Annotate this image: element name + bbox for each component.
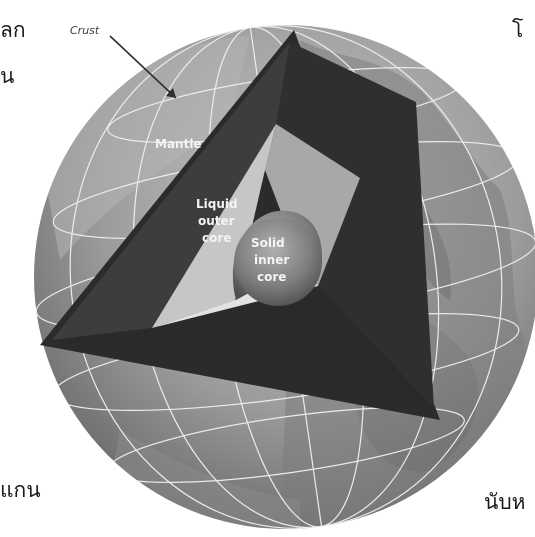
outer-core-label-line-1: Liquid xyxy=(196,197,238,211)
inner-core-label-line-3: core xyxy=(257,270,286,284)
thai-text-top-left-2: น xyxy=(0,66,14,87)
inner-core-label-line-2: inner xyxy=(254,253,289,267)
thai-text-bottom-right: นับห xyxy=(484,492,526,513)
thai-text-top-left-1: ลก xyxy=(0,20,26,41)
mantle-label: Mantle xyxy=(155,137,202,151)
thai-text-bottom-left: แกน xyxy=(0,480,41,501)
thai-text-top-right: โ xyxy=(512,20,523,41)
outer-core-label-line-2: outer xyxy=(198,214,235,228)
outer-core-label-line-3: core xyxy=(202,231,231,245)
crust-label: Crust xyxy=(70,24,100,37)
inner-core-label-line-1: Solid xyxy=(251,236,285,250)
